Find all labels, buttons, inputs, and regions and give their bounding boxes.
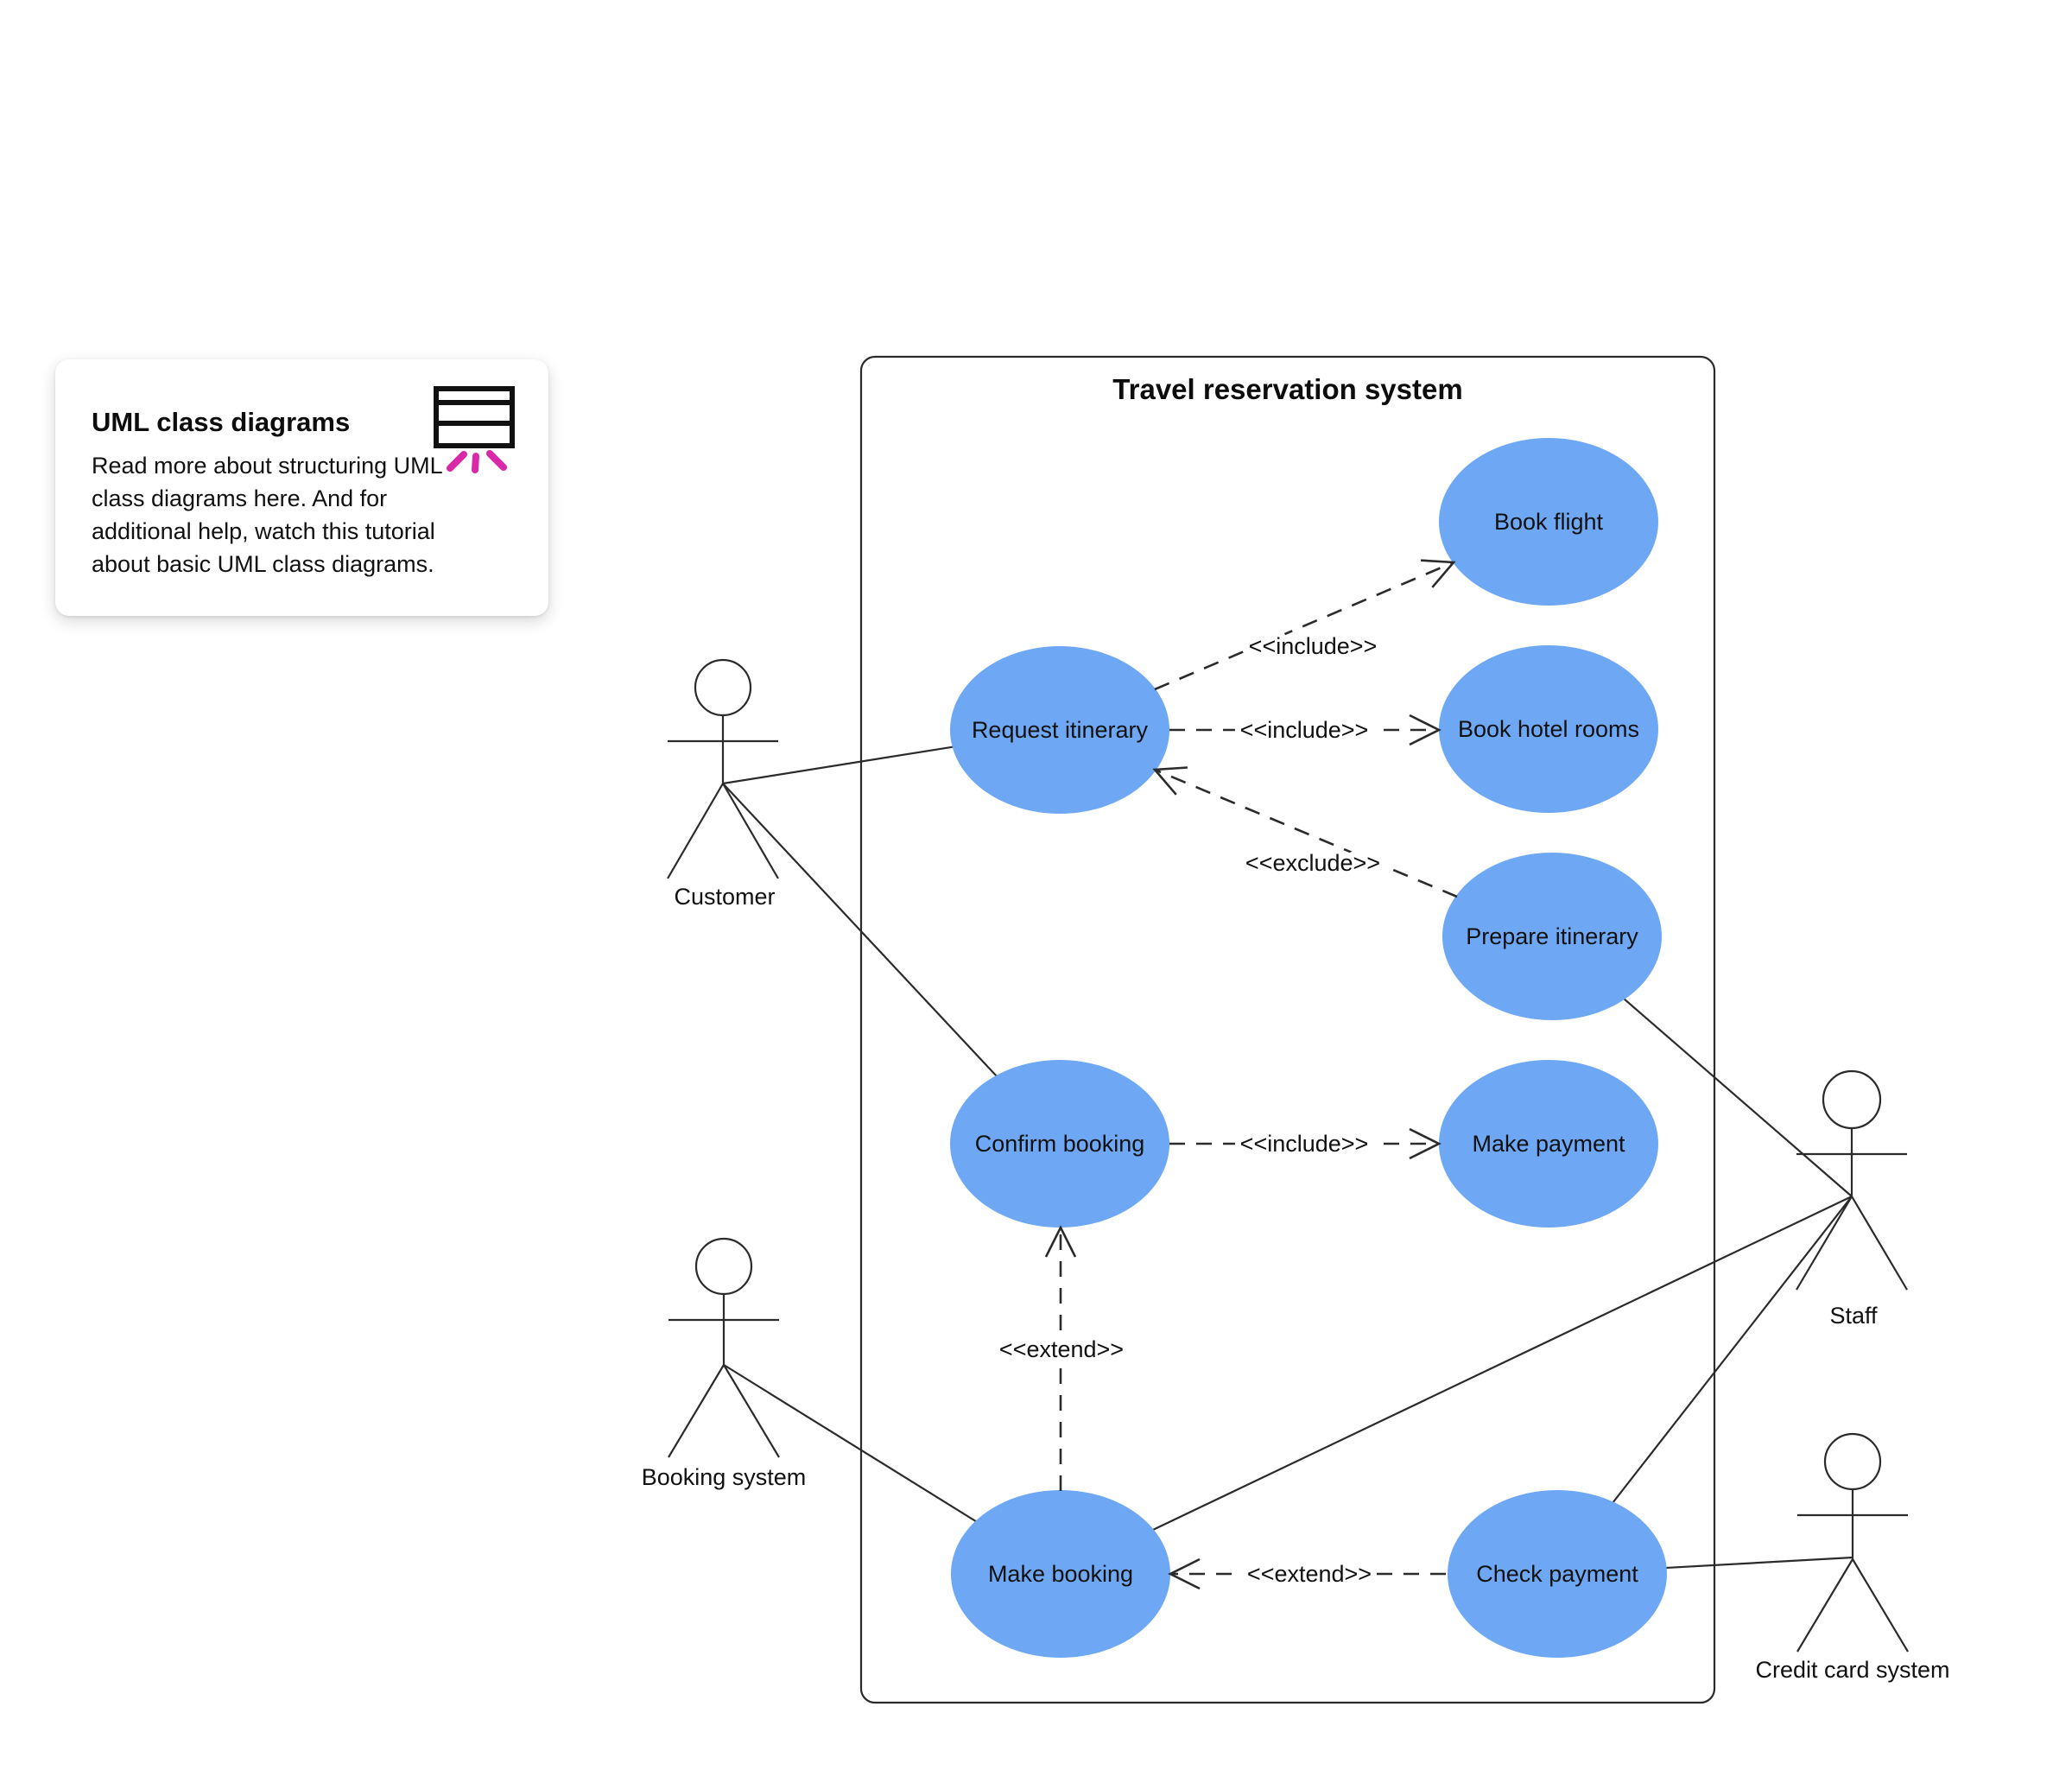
relationship-label: <<extend>> [1247, 1561, 1372, 1587]
relationship-include-book-flight[interactable]: <<include>> [1154, 559, 1456, 691]
actor-head [694, 1237, 753, 1296]
use-case-label: Check payment [1476, 1561, 1638, 1587]
use-case-book-flight[interactable]: Book flight [1439, 438, 1658, 606]
actor-customer[interactable]: Customer [667, 658, 779, 910]
use-case-label: Book hotel rooms [1458, 716, 1639, 742]
association-staff-make-booking[interactable] [1060, 1196, 1853, 1575]
actor-staff[interactable]: Staff [1796, 1069, 1908, 1329]
actor-label: Staff [1829, 1303, 1878, 1329]
use-case-request-itinerary[interactable]: Request itinerary [950, 646, 1169, 814]
system-boundary[interactable] [859, 355, 1716, 1704]
actor-label: Booking system [642, 1464, 807, 1490]
actor-head [1823, 1432, 1882, 1491]
use-case-check-payment[interactable]: Check payment [1448, 1490, 1667, 1658]
use-case-label: Make payment [1472, 1131, 1625, 1157]
pink-spark-icon [447, 450, 507, 473]
actor-label: Credit card system [1755, 1657, 1949, 1683]
relationship-exclude-request-itinerary[interactable]: <<exclude>> [1152, 766, 1458, 898]
relationship-label: <<include>> [1240, 717, 1369, 743]
system-title: Travel reservation system [1112, 373, 1462, 405]
use-case-label: Prepare itinerary [1466, 923, 1638, 949]
use-case-label: Confirm booking [975, 1131, 1145, 1157]
relationship-label: <<exclude>> [1245, 850, 1380, 876]
uml-class-box-icon [434, 386, 515, 473]
note-card[interactable]: UML class diagrams Read more about struc… [55, 359, 548, 616]
use-case-confirm-booking[interactable]: Confirm booking [950, 1060, 1169, 1228]
use-case-label: Make booking [988, 1561, 1133, 1587]
relationship-label: <<include>> [1249, 633, 1378, 659]
note-card-body: Read more about structuring UML class di… [92, 453, 442, 577]
actor-booking-system[interactable]: Booking system [642, 1237, 807, 1490]
relationship-extend-make-booking[interactable]: <<extend>> [1168, 1555, 1446, 1593]
use-case-book-hotel-rooms[interactable]: Book hotel rooms [1439, 645, 1658, 813]
relationship-label: <<include>> [1240, 1131, 1369, 1157]
use-case-label: Request itinerary [972, 717, 1149, 743]
relationship-label: <<extend>> [999, 1336, 1124, 1362]
relationship-include-make-payment[interactable]: <<include>> [1169, 1125, 1442, 1163]
relationship-extend-confirm-booking[interactable]: <<extend>> [993, 1225, 1130, 1491]
relationship-include-book-hotel-rooms[interactable]: <<include>> [1169, 711, 1442, 749]
actor-credit-card-system[interactable]: Credit card system [1755, 1432, 1950, 1683]
actor-head [1822, 1069, 1882, 1130]
note-card-title: UML class diagrams [92, 407, 351, 437]
use-case-prepare-itinerary[interactable]: Prepare itinerary [1442, 853, 1662, 1020]
use-case-make-booking[interactable]: Make booking [951, 1490, 1170, 1658]
class-box-outline [434, 386, 515, 448]
use-case-label: Book flight [1494, 509, 1604, 535]
use-case-make-payment[interactable]: Make payment [1439, 1060, 1658, 1228]
actor-head [694, 658, 752, 717]
actor-label: Customer [674, 884, 775, 910]
